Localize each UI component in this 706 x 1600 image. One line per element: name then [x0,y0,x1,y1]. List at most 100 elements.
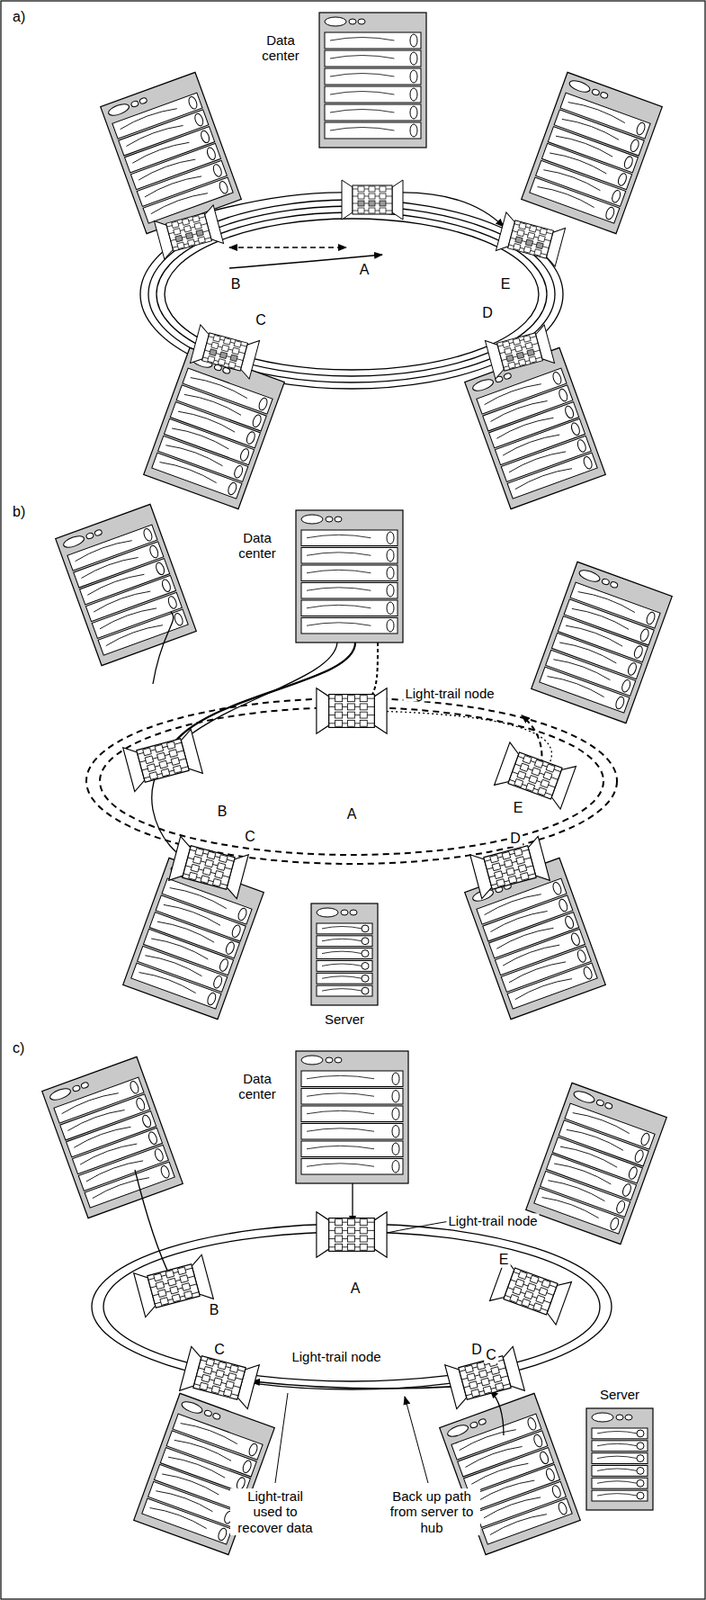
node-wing [316,1211,330,1258]
rack-drawer [324,68,421,85]
node-letter: B [215,803,230,820]
drawer-handle [217,179,229,195]
node-switch [347,719,355,726]
node-switch [506,354,514,362]
drawer-curve [150,189,208,214]
node-wing [374,1211,387,1258]
server-rack [531,561,673,723]
node-letter: D [469,1340,484,1358]
node-switch [169,749,179,758]
drawer-handle [538,1449,550,1465]
drawer-handle [142,527,153,542]
node-switch [335,695,343,702]
rack-drawer [142,177,233,224]
node-switch [481,1376,491,1386]
node-switch [347,703,355,710]
callout-label: Light-trail used to recover data [230,1487,321,1535]
drawer-handle [557,387,569,403]
rack-drawer [529,177,620,224]
drawer-handle [410,34,418,47]
rack-body [123,857,265,1019]
signal-path [395,192,504,227]
rack-drawer [324,104,421,121]
optical-node [153,205,224,260]
node-switch [167,1277,177,1286]
drawer-handle [636,1429,644,1437]
node-switch [464,1364,474,1373]
drawer-handle [134,1096,146,1111]
fiber-ring [91,1223,612,1389]
node-letter: D [480,304,495,322]
node-switch [196,229,204,237]
rack-drawer [316,947,373,959]
drawer-curve [306,1127,375,1131]
drawer-curve [321,925,362,928]
node-switch [359,695,367,702]
drawer-handle [160,578,172,593]
node-body [202,332,249,371]
node-switch [523,335,531,343]
node-body [329,694,376,728]
rack-drawer [301,1070,403,1087]
node-switch [204,1365,214,1374]
drawer-handle [224,940,236,956]
drawer-handle [361,937,369,945]
node-switch [508,875,518,884]
node-switch [228,361,236,369]
node-switch [359,711,367,718]
rack-drawer [301,1123,403,1140]
drawer-handle [245,430,257,446]
rack-button [625,1413,633,1420]
drawer-curve [306,569,371,572]
node-switch [233,340,242,349]
node-letter: A [348,1279,363,1296]
node-letter: E [499,276,513,293]
server-rack-box: Server [586,1407,653,1510]
node-wing [316,688,330,734]
rack-button [334,516,342,522]
node-switch [527,1282,537,1291]
node-body [503,1267,558,1314]
server-rack-box: Data center [295,1050,409,1183]
node-switch [216,862,226,871]
drawer-handle [581,455,593,470]
rack-button [348,18,357,25]
node-switch [200,875,210,884]
node-letter: A [345,805,359,823]
node-switch [379,207,386,214]
drawer-handle [636,1491,644,1499]
leader-line [275,1392,288,1483]
server-rack-box: Data center [319,12,427,148]
node-switch [359,1234,367,1242]
node-switch [518,864,528,873]
node-switch [142,747,152,756]
node-switch [227,1372,237,1381]
node-switch [522,754,532,763]
drawer-handle [621,1181,633,1197]
node-switch [173,228,181,236]
drawer-curve [139,968,197,992]
drawer-handle [410,106,418,119]
server-rack [123,857,265,1019]
server-rack [319,12,427,148]
drawer-handle [386,549,394,563]
drawer-handle [154,561,166,576]
signal-path [134,1169,171,1278]
node-switch [494,870,504,879]
drawer-handle [199,129,211,144]
signal-path [152,611,174,684]
rack-button [469,1420,479,1428]
drawer-curve [597,1480,637,1483]
leader-line [377,1220,450,1234]
node-switch [491,862,501,871]
node-switch [527,348,535,357]
node-switch [357,200,365,206]
rack-button [616,1413,624,1420]
rack-drawer [301,564,398,581]
server-rack [295,1050,409,1183]
drawer-handle [629,138,641,153]
node-switch [495,1382,505,1391]
node-switch [537,786,547,796]
drawer-handle [615,1198,626,1214]
